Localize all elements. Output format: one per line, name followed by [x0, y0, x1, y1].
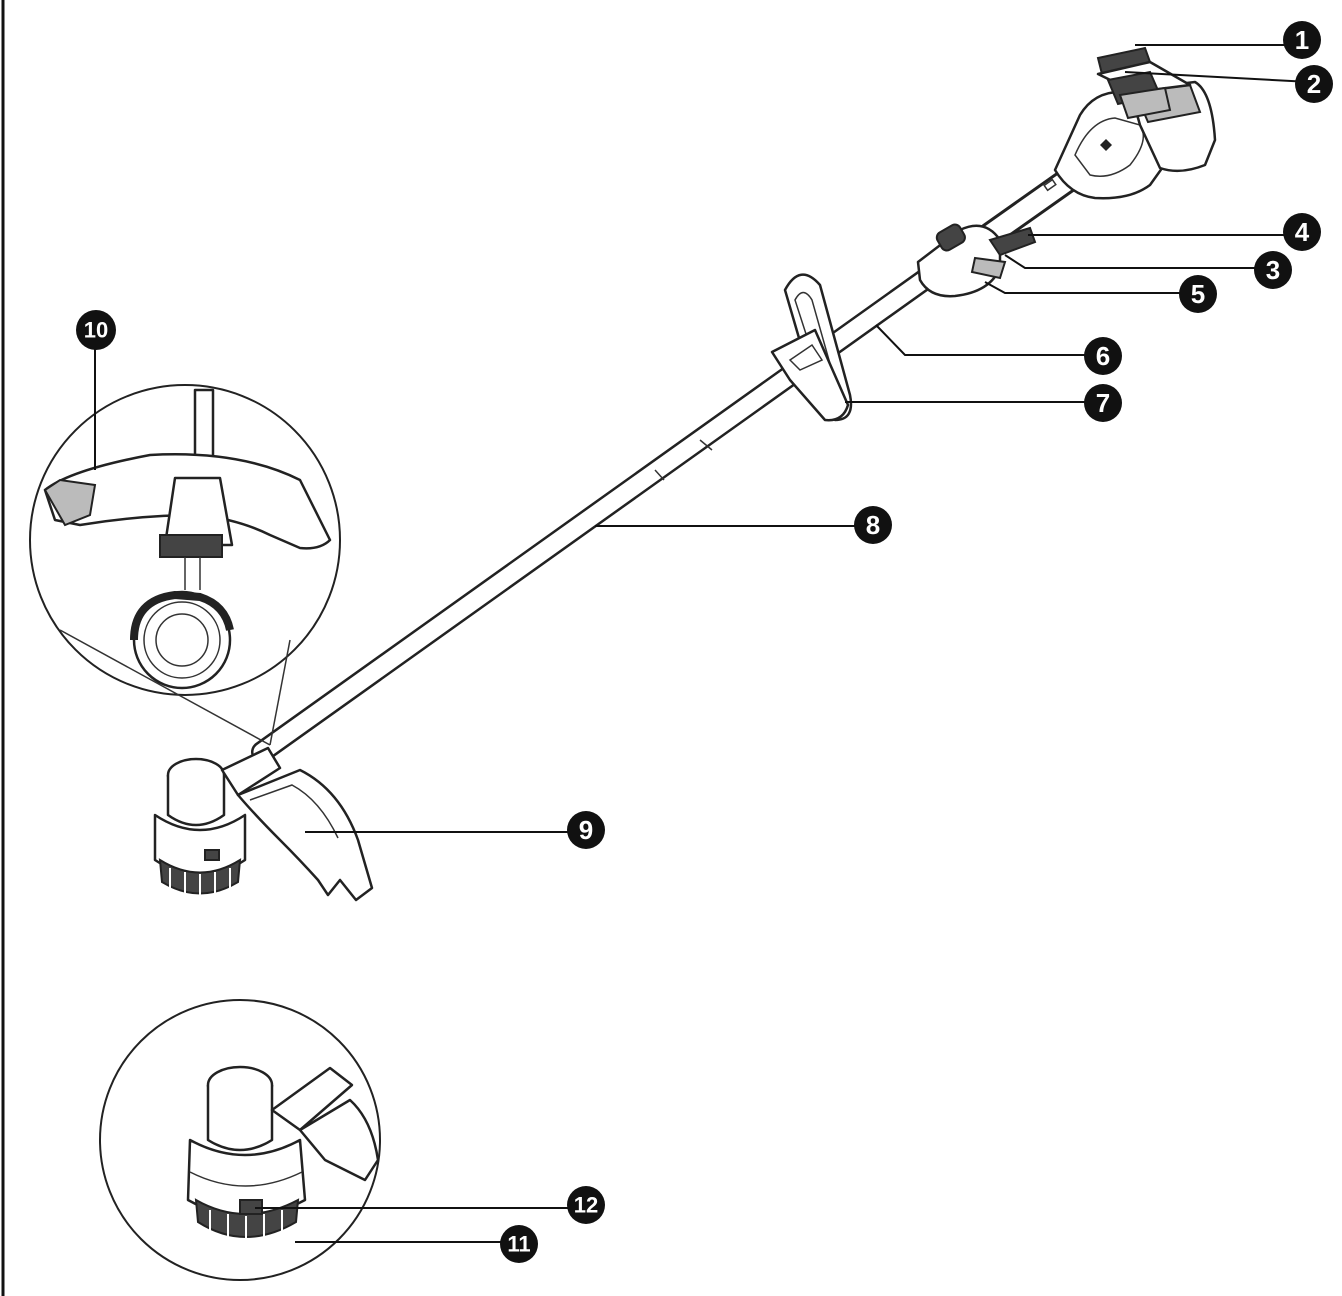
leader-5	[984, 281, 1195, 294]
detail-circle-spool	[99, 999, 381, 1281]
trigger-handle	[916, 223, 1037, 298]
callout-9: 9	[567, 811, 605, 849]
callout-12: 12	[567, 1186, 605, 1224]
auxiliary-handle	[770, 273, 853, 422]
callout-8: 8	[854, 506, 892, 544]
callout-1-label: 1	[1295, 25, 1309, 55]
callout-7: 7	[1084, 384, 1122, 422]
callout-3-label: 3	[1266, 255, 1280, 285]
callout-7-label: 7	[1096, 388, 1110, 418]
trimmer-head	[153, 746, 282, 898]
callout-11: 11	[500, 1225, 538, 1263]
callout-2-label: 2	[1307, 69, 1321, 99]
callout-3: 3	[1254, 251, 1292, 289]
upper-shaft	[977, 162, 1088, 248]
shaft	[251, 254, 956, 763]
callout-10: 10	[76, 310, 116, 350]
callout-11-label: 11	[507, 1232, 530, 1257]
callout-12-label: 12	[574, 1193, 598, 1218]
leader-3	[1004, 254, 1270, 269]
leader-2	[1124, 71, 1311, 83]
callout-5: 5	[1179, 275, 1217, 313]
leader-lines	[94, 44, 1311, 1243]
grass-guard	[236, 768, 374, 902]
callout-9-label: 9	[579, 815, 593, 845]
callout-1: 1	[1283, 21, 1321, 59]
leader-6	[875, 324, 1100, 356]
battery-pack	[1096, 46, 1217, 173]
callout-6-label: 6	[1096, 341, 1110, 371]
detail-circle-guard	[29, 384, 341, 746]
trigger-icon	[988, 226, 1037, 257]
callout-4: 4	[1283, 213, 1321, 251]
star-logo-icon	[1100, 139, 1112, 151]
trimmer-illustration	[153, 46, 1217, 902]
callout-2: 2	[1295, 65, 1333, 103]
callout-4-label: 4	[1295, 217, 1310, 247]
callout-5-label: 5	[1191, 279, 1205, 309]
callout-6: 6	[1084, 337, 1122, 375]
callout-8-label: 8	[866, 510, 880, 540]
callout-10-label: 10	[84, 318, 108, 343]
